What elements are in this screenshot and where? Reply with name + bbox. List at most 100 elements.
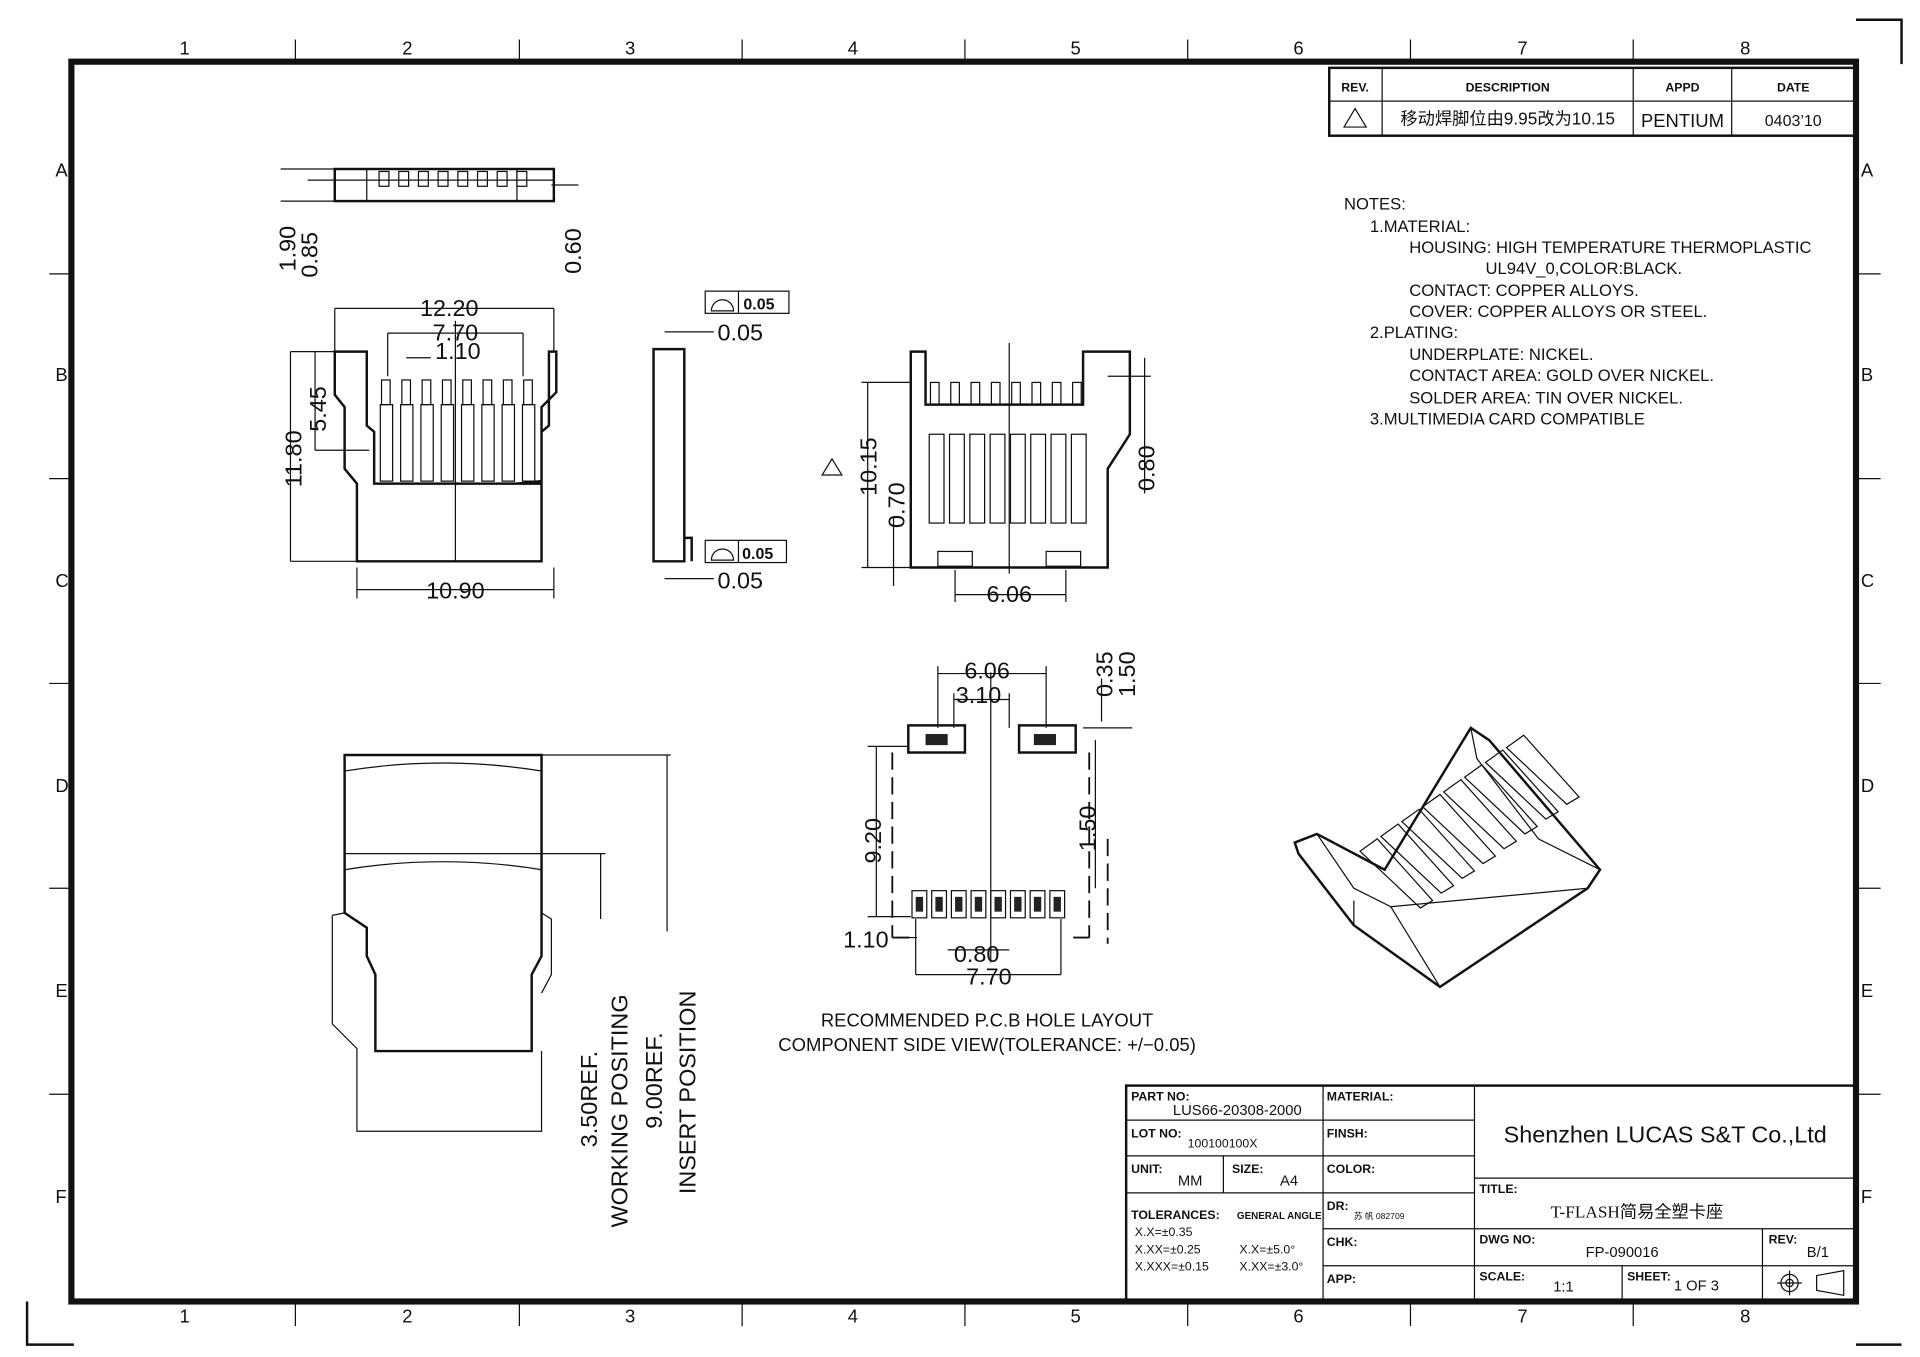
contact-pin	[380, 379, 391, 406]
contact-pin	[1379, 823, 1455, 894]
dwg-no-label: DWG NO:	[1479, 1232, 1535, 1246]
contact-pin	[1050, 433, 1067, 524]
grid-column-label: 7	[1517, 1305, 1527, 1326]
angle-value: X.XX=±3.0°	[1239, 1260, 1303, 1274]
contact-pin	[1011, 381, 1021, 406]
dimension-label: 7.70	[433, 319, 479, 345]
grid-column-label: 8	[1740, 1305, 1750, 1326]
top-view: 1.90 0.85 0.60	[274, 167, 586, 278]
dimension-label: 9.00REF.	[641, 1032, 667, 1128]
pcb-pad	[970, 890, 987, 919]
dimension-label: 0.85	[297, 232, 323, 278]
note-line: HOUSING: HIGH TEMPERATURE THERMOPLASTIC	[1409, 238, 1811, 257]
sheet-label: SHEET:	[1627, 1270, 1671, 1284]
grid-row-label: B	[1861, 364, 1873, 385]
front-view: 12.20 7.70 1.10 5.45 11.80 10.90	[281, 295, 558, 603]
size-label: SIZE:	[1232, 1162, 1263, 1176]
pcb-hole	[1033, 896, 1042, 912]
contact-pin	[1359, 838, 1434, 909]
date-header: DATE	[1777, 80, 1810, 94]
dimension-label: 0.80	[954, 941, 1000, 967]
contact-pin	[1009, 433, 1026, 524]
pcb-hole	[994, 896, 1002, 912]
contact-pin	[929, 381, 940, 406]
dimension-label: 1.10	[435, 338, 481, 364]
revision-triangle-icon	[1342, 107, 1368, 128]
contact-pin	[420, 404, 434, 482]
contact-pin	[989, 433, 1006, 524]
contact-pin	[1072, 381, 1082, 406]
grid-row-label: C	[55, 570, 68, 591]
contact-pin	[969, 433, 986, 524]
note-line: UNDERPLATE: NICKEL.	[1409, 345, 1593, 364]
rev-label: REV:	[1769, 1232, 1798, 1246]
grid-column-label: 1	[179, 1305, 189, 1326]
dimension-label: 1.90	[274, 226, 300, 272]
revision-appd: PENTIUM	[1641, 110, 1724, 131]
dimension-label: 1.50	[1074, 806, 1100, 852]
side-view: 0.05 0.05 0.05 0.05	[652, 290, 790, 593]
grid-row-label: A	[1861, 159, 1874, 180]
part-no-label: PART NO:	[1131, 1089, 1190, 1103]
general-angle-label: GENERAL ANGLE:	[1237, 1211, 1325, 1222]
grid-row-label: D	[55, 775, 68, 796]
revision-table: REV. DESCRIPTION APPD DATE 移动焊脚位由9.95改为1…	[1328, 66, 1858, 137]
grid-column-label: 4	[848, 1305, 858, 1326]
flatness-tolerance: 0.05	[742, 546, 773, 563]
tolerance-value: X.X=±0.35	[1135, 1225, 1193, 1239]
contact-pin	[1400, 808, 1476, 880]
contact-pin	[1484, 749, 1560, 820]
color-label: COLOR:	[1327, 1162, 1376, 1176]
trim-marks	[25, 18, 1903, 1346]
scale-value: 1:1	[1553, 1280, 1574, 1296]
grid-row-label: E	[55, 980, 67, 1001]
contact-pin	[501, 404, 516, 482]
appd-header: APPD	[1665, 80, 1699, 94]
note-line: CONTACT: COPPER ALLOYS.	[1409, 281, 1638, 300]
dimension-label: 10.90	[426, 577, 485, 603]
pcb-hole	[974, 896, 983, 912]
grid-row-label: F	[1861, 1186, 1872, 1207]
note-line: UL94V_0,COLOR:BLACK.	[1486, 259, 1683, 278]
contact-pin	[1505, 734, 1581, 806]
contact-pin	[948, 433, 965, 524]
unit-value: MM	[1178, 1174, 1203, 1190]
contact-pin	[457, 170, 469, 187]
pcb-pad	[911, 890, 928, 919]
drawing-title: T-FLASH简易全塑卡座	[1551, 1203, 1724, 1222]
dwg-no-value: FP-090016	[1586, 1245, 1659, 1261]
unit-label: UNIT:	[1131, 1162, 1162, 1176]
dimension-label: WORKING POSITING	[607, 994, 633, 1227]
contact-pin	[523, 379, 533, 406]
grid-column-label: 6	[1293, 37, 1303, 58]
contact-pin	[441, 379, 452, 406]
approved-by-label: APP:	[1327, 1272, 1356, 1286]
dimension-label: 6.06	[964, 657, 1010, 683]
note-line: CONTACT AREA: GOLD OVER NICKEL.	[1409, 366, 1714, 385]
dimension-label: 3.50REF.	[576, 1051, 602, 1147]
contact-pin	[928, 433, 945, 524]
contact-pin	[378, 170, 390, 187]
pcb-hole	[935, 896, 943, 912]
pcb-hole	[915, 896, 924, 912]
tolerances-label: TOLERANCES:	[1131, 1208, 1220, 1222]
grid-row-label: B	[55, 364, 67, 385]
revision-description: 移动焊脚位由9.95改为10.15	[1400, 109, 1615, 129]
dimension-label: 12.20	[420, 295, 479, 321]
contact-pin	[462, 379, 472, 406]
lot-no-value: 100100100X	[1188, 1136, 1258, 1150]
description-header: DESCRIPTION	[1466, 80, 1550, 94]
title-label: TITLE:	[1479, 1182, 1517, 1196]
third-angle-projection-icon	[1777, 1269, 1845, 1297]
contact-pin	[481, 404, 495, 482]
contact-pin	[950, 381, 960, 406]
isometric-view	[1293, 726, 1602, 989]
angle-value: X.X=±5.0°	[1239, 1242, 1295, 1256]
dimension-label: 6.06	[986, 581, 1032, 607]
contact-pin	[990, 381, 1001, 406]
dimension-label: 1.10	[843, 926, 889, 952]
note-line: SOLDER AREA: TIN OVER NICKEL.	[1409, 388, 1683, 407]
dimension-label: 5.45	[305, 386, 331, 432]
